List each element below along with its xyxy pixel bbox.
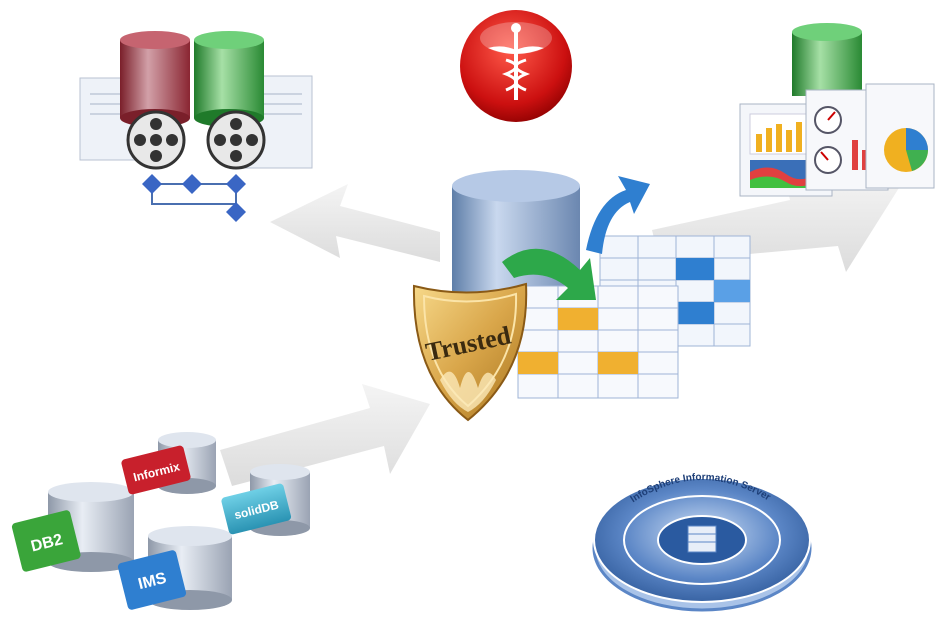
- soliddb-box: solidDB: [221, 483, 292, 535]
- ims-box: IMS: [117, 550, 187, 610]
- ims-label: IMS: [137, 570, 169, 593]
- sync-arrow-blue-icon: [586, 176, 650, 254]
- database-blue-icon: [452, 170, 580, 320]
- film-reel-icon: [126, 110, 186, 170]
- trusted-shield-icon: Trusted: [412, 282, 528, 422]
- top-left-cluster: [79, 31, 313, 222]
- bottom-left-sources: Informix solidDB DB2 IMS: [11, 432, 310, 610]
- infosphere-wheel-icon: InfoSphere Information Server: [592, 472, 812, 612]
- database-green-icon: [792, 23, 862, 96]
- sync-arrow-green-icon: [502, 248, 596, 300]
- film-reel-icon: [206, 110, 266, 170]
- top-right-cluster: [739, 23, 935, 197]
- arrow-from-bottom-left: [220, 384, 430, 486]
- report-pie-chart-icon: [865, 83, 935, 189]
- database-grey-icon: [148, 526, 232, 610]
- arrow-to-top-left: [270, 184, 440, 262]
- db2-box: DB2: [11, 510, 81, 572]
- caduceus-badge-icon: [460, 10, 572, 122]
- workflow-icon: [142, 174, 246, 222]
- informix-box: Informix: [121, 445, 191, 495]
- center-cluster: Trusted: [412, 170, 751, 422]
- data-grid-front-icon: [517, 285, 679, 399]
